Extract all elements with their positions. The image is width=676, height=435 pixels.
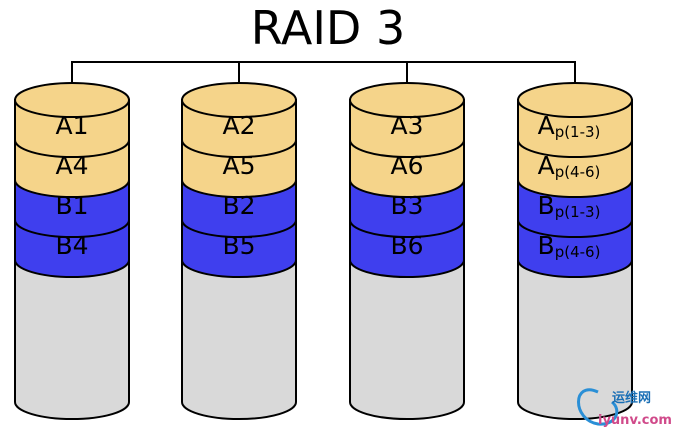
disk-empty-space	[349, 259, 465, 420]
block-label: B2	[222, 191, 255, 220]
block-label-main: B	[538, 191, 555, 220]
disk-4: Ap(1-3)Ap(4-6)Bp(1-3)Bp(4-6)	[517, 82, 633, 420]
disk-top-cap	[349, 82, 465, 118]
block-label-main: A6	[390, 151, 423, 180]
block-label: Ap(1-3)	[538, 111, 601, 141]
block-label-subscript: p(4-6)	[555, 243, 601, 261]
block-label: B1	[55, 191, 88, 220]
block-label: B5	[222, 231, 255, 260]
disk-empty-space	[14, 259, 130, 420]
block-label-main: A2	[222, 111, 255, 140]
block-label-main: B5	[222, 231, 255, 260]
block-label-main: A	[538, 151, 555, 180]
block-label-main: A5	[222, 151, 255, 180]
block-label-subscript: p(1-3)	[555, 123, 601, 141]
block-label-subscript: p(4-6)	[555, 163, 601, 181]
disk-array: A1A4B1B4A2A5B2B5A3A6B3B6Ap(1-3)Ap(4-6)Bp…	[14, 82, 633, 420]
block-label: Ap(4-6)	[538, 151, 601, 181]
diagram-title: RAID 3	[251, 1, 405, 55]
watermark-swirl-icon	[577, 388, 619, 426]
block-label-main: A3	[390, 111, 423, 140]
block-label: B4	[55, 231, 88, 260]
block-label: A1	[55, 111, 88, 140]
block-label: B6	[390, 231, 423, 260]
controller-bus-line	[71, 61, 576, 100]
block-label: Bp(1-3)	[538, 191, 601, 221]
controller-connectors	[71, 61, 576, 100]
block-label: A5	[222, 151, 255, 180]
block-label: A3	[390, 111, 423, 140]
disk-top-cap	[517, 82, 633, 118]
block-label: A6	[390, 151, 423, 180]
block-label-main: A4	[55, 151, 88, 180]
watermark-logo: 运维网 iyunv.com	[577, 388, 672, 428]
block-label-main: B2	[222, 191, 255, 220]
disk-top-cap	[14, 82, 130, 118]
watermark-text-url: iyunv.com	[598, 413, 672, 428]
block-label-main: B1	[55, 191, 88, 220]
block-label-main: B3	[390, 191, 423, 220]
block-label-main: B	[538, 231, 555, 260]
block-label-main: B4	[55, 231, 88, 260]
disk-empty-space	[181, 259, 297, 420]
block-label: B3	[390, 191, 423, 220]
disk-top-cap	[181, 82, 297, 118]
block-label-main: B6	[390, 231, 423, 260]
block-label: A2	[222, 111, 255, 140]
block-label-subscript: p(1-3)	[555, 203, 601, 221]
block-label: Bp(4-6)	[538, 231, 601, 261]
block-label-main: A	[538, 111, 555, 140]
block-label-main: A1	[55, 111, 88, 140]
watermark-text-cn: 运维网	[612, 390, 651, 406]
block-label: A4	[55, 151, 88, 180]
disk-empty-space	[517, 259, 633, 420]
